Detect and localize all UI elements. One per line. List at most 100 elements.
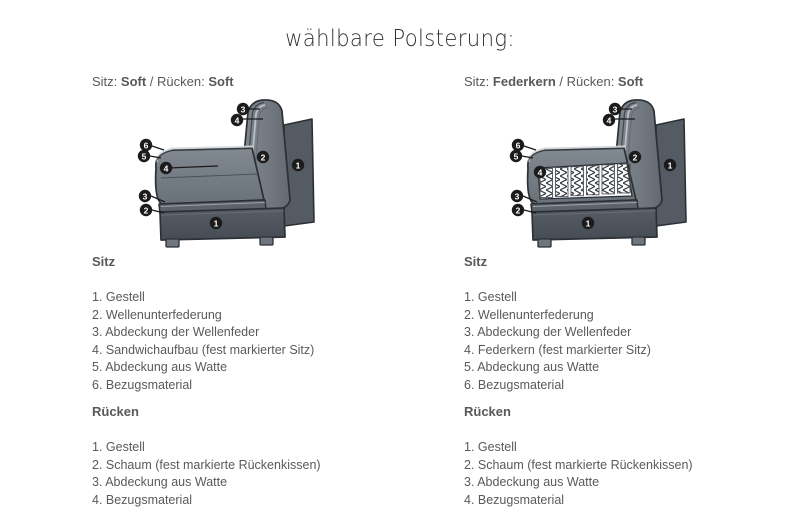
callout-seat-3: 3 [138,189,152,203]
variant-header-seat-value: Soft [120,74,147,89]
list-item: 4. Bezugsmaterial [92,492,193,507]
backrest-foam-line [624,106,641,197]
seat-suspension-highlight [160,202,266,207]
list-item: 6. Bezugsmaterial [92,377,193,392]
callout-backrest-3: 3 [608,102,622,116]
backrest-cover-line [244,101,265,198]
list-item: 2. Wellenunterfederung [92,307,222,322]
base-frame [531,207,658,241]
backrest-foam-line [252,106,269,197]
variant-header-federkern-soft: Sitz: Federkern / Rücken: Soft [464,74,643,89]
list-item: 1. Gestell [464,290,517,304]
seat-wadding-line [155,147,254,167]
callout-seat-4: 4 [533,165,547,179]
variant-column-soft-soft: Sitz: Soft / Rücken: Soft [72,0,452,518]
spring-column [555,167,569,198]
list-item: 6. Bezugsmaterial [464,377,565,392]
list-item: 1. Gestell [92,440,145,454]
svg-text:4: 4 [235,115,240,125]
callout-backrest-frame-1: 1 [663,158,677,172]
list-item: 4. Sandwichaufbau (fest markierter Sitz) [92,342,315,357]
seat-spec-title: Sitz [464,254,488,269]
callout-seat-5: 5 [509,149,523,163]
svg-text:2: 2 [144,205,149,215]
spring-column [570,166,584,197]
callout-seat-2: 2 [511,203,525,217]
list-item: 1. Gestell [464,440,517,454]
sofa-diagram-spring-seat: 3 4 2 1 6 [504,92,754,252]
variant-header-prefix: Sitz: [92,74,121,89]
leader-seat-2 [523,209,537,214]
callout-backrest-3: 3 [236,102,250,116]
back-spec-title: Rücken [464,404,511,419]
seat-spec-title: Sitz [92,254,116,269]
callout-base-1: 1 [581,216,595,230]
callout-backrest-4: 4 [230,113,244,127]
spring-column [586,165,600,196]
seat-suspension-highlight [532,202,638,207]
seat-spec-block-left: Sitz 1. Gestell 2. Wellenunterfederung 3… [92,255,314,394]
backrest-outer-panel [655,118,687,227]
variant-column-federkern-soft: Sitz: Federkern / Rücken: Soft [444,0,800,518]
svg-text:1: 1 [586,218,591,228]
svg-text:1: 1 [668,160,673,170]
spring-column [617,163,631,194]
list-item: 3. Abdeckung aus Watte [464,475,600,489]
svg-text:6: 6 [516,140,521,150]
svg-text:1: 1 [296,160,301,170]
list-item: 2. Schaum (fest markierte Rückenkissen) [92,457,321,472]
callout-base-1: 1 [209,216,223,230]
svg-text:3: 3 [143,191,148,201]
seat-sandwich-seam [160,173,259,179]
leader-seat-5 [149,155,162,159]
seat-spec-list: 1. Gestell 2. Wellenunterfederung 3. Abd… [464,289,651,394]
list-item: 3. Abdeckung aus Watte [92,475,228,489]
callout-seat-6: 6 [139,138,153,152]
list-item: 5. Abdeckung aus Watte [92,360,228,374]
svg-text:6: 6 [144,140,149,150]
list-item: 5. Abdeckung aus Watte [464,360,600,374]
seat-wadding-line [527,147,626,167]
backrest-outer-panel [283,118,315,227]
svg-text:4: 4 [538,167,543,177]
list-item: 2. Schaum (fest markierte Rückenkissen) [464,457,693,472]
svg-text:4: 4 [607,115,612,125]
variant-header-soft-soft: Sitz: Soft / Rücken: Soft [92,74,234,89]
list-item: 4. Federkern (fest markierter Sitz) [464,342,651,357]
svg-text:4: 4 [164,163,169,173]
base-frame-edge [532,210,657,216]
base-frame [159,207,286,241]
svg-text:5: 5 [142,151,147,161]
variant-header-separator: / Rücken: [146,74,209,89]
leader-seat-3 [522,195,538,203]
seat-spec-block-right: Sitz 1. Gestell 2. Wellenunterfederung 3… [464,255,651,394]
svg-text:3: 3 [515,191,520,201]
list-item: 3. Abdeckung der Wellenfeder [92,325,260,339]
back-spec-title: Rücken [92,404,139,419]
foot-rear [631,236,646,246]
svg-text:3: 3 [613,104,618,114]
svg-text:5: 5 [514,151,519,161]
callout-seat-2: 2 [139,203,153,217]
back-spec-block-left: Rücken 1. Gestell 2. Schaum (fest markie… [92,405,321,509]
callout-backrest-2: 2 [628,150,642,164]
leader-seat-4 [167,165,219,169]
callout-backrest-2: 2 [256,150,270,164]
foot-rear [259,236,274,246]
leader-seat-6 [523,145,537,151]
leader-seat-2 [151,209,165,214]
leader-seat-3 [150,195,166,203]
seat-spring-core [537,162,633,200]
variant-header-back-value: Soft [208,74,234,89]
foot-front [537,238,552,248]
variant-header-seat-value: Federkern [492,74,556,89]
variant-header-separator: / Rücken: [555,74,618,89]
callout-backrest-frame-1: 1 [291,158,305,172]
list-item: 4. Bezugsmaterial [464,492,565,507]
callout-seat-5: 5 [137,149,151,163]
svg-text:2: 2 [261,152,266,162]
base-frame-edge [160,210,285,216]
list-item: 1. Gestell [92,290,145,304]
leader-seat-5 [521,155,534,159]
